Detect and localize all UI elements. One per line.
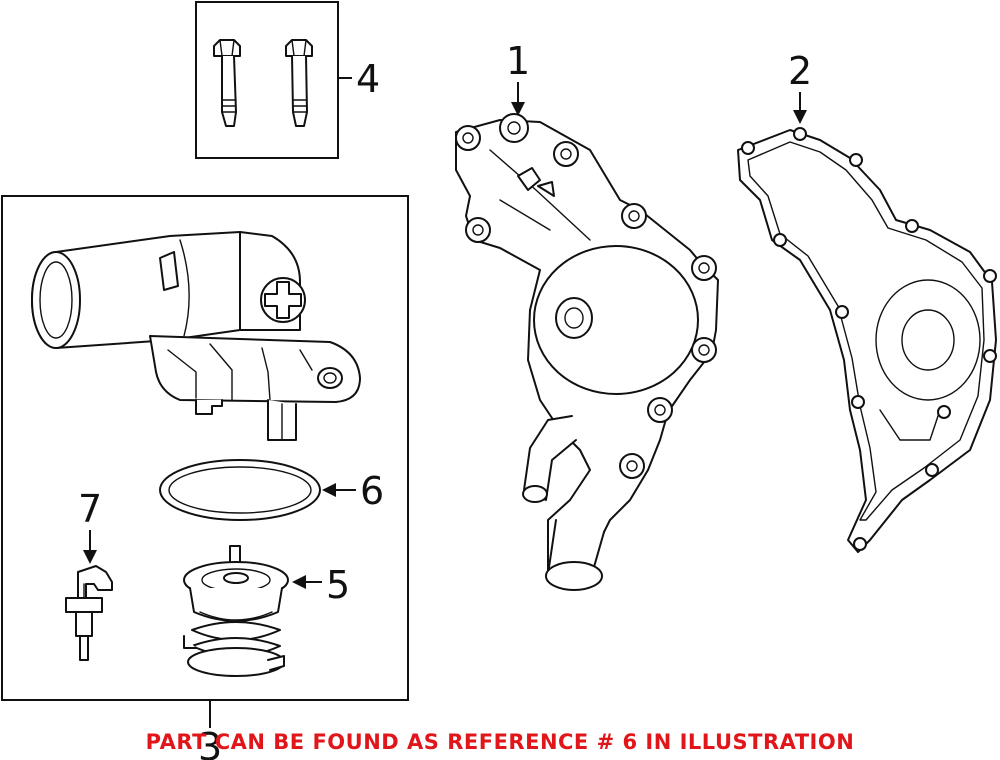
callout-5: 5 bbox=[326, 563, 350, 607]
callout-4: 4 bbox=[356, 57, 380, 101]
callout-7: 7 bbox=[78, 487, 102, 531]
o-ring-seal: 6 bbox=[159, 459, 384, 521]
water-pump: 1 bbox=[455, 39, 719, 591]
water-pump-gasket: 2 bbox=[737, 49, 997, 553]
footer-note: PART CAN BE FOUND AS REFERENCE # 6 IN IL… bbox=[146, 730, 855, 754]
callout-2: 2 bbox=[788, 49, 812, 93]
thermostat-housing bbox=[31, 231, 361, 441]
callout-3: 3 bbox=[198, 725, 222, 760]
bolt-group: 4 bbox=[195, 1, 380, 159]
temperature-sensor: 7 bbox=[65, 487, 113, 661]
callout-6: 6 bbox=[360, 469, 384, 513]
thermostat-assembly-group: 6 5 7 bbox=[1, 195, 409, 760]
bolt-a bbox=[213, 39, 241, 127]
bolt-b bbox=[285, 39, 313, 127]
callout-1: 1 bbox=[506, 39, 530, 83]
thermostat: 5 bbox=[183, 545, 350, 677]
